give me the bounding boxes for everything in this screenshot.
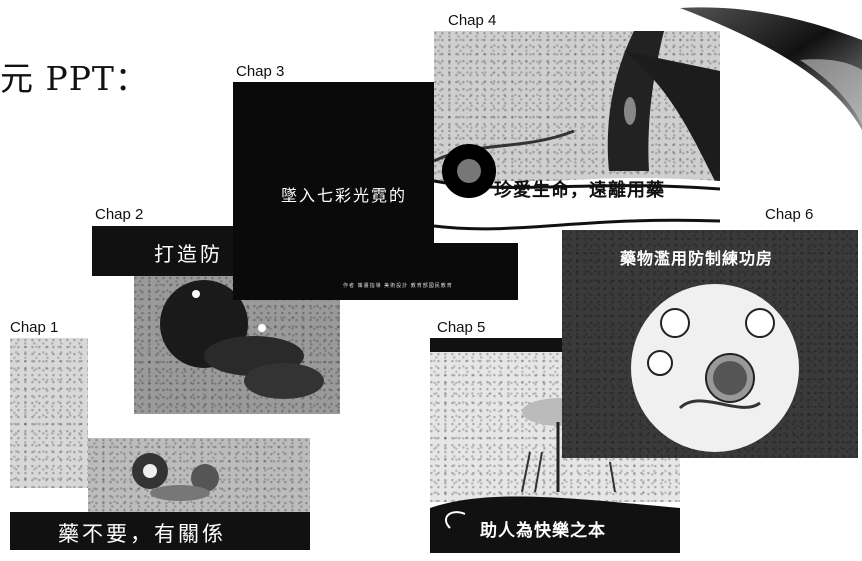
chapter-label-6: Chap 6: [765, 206, 814, 223]
slide-credits: 作者 策畫指導 美術設計 教育部國民教育: [343, 283, 453, 289]
slide-caption: 助人為快樂之本: [480, 521, 606, 541]
chapter-label-3: Chap 3: [236, 63, 285, 80]
chapter-label-1: Chap 1: [10, 319, 59, 336]
slide-caption: 墜入七彩光霓的: [281, 186, 408, 205]
children-circle-illustration: [631, 284, 799, 452]
slide-thumbnail-chap1[interactable]: 藥不要，有關係: [10, 338, 310, 550]
chapter-label-4: Chap 4: [448, 12, 497, 29]
slide-caption-bar: 藥不要，有關係: [10, 512, 310, 550]
slide-thumbnail-chap4[interactable]: 珍愛生命，遠離用藥: [434, 31, 720, 243]
slide-thumbnail-chap6[interactable]: 藥物濫用防制練功房: [562, 230, 858, 458]
chapter-label-5: Chap 5: [437, 319, 486, 336]
chapter-label-2: Chap 2: [95, 206, 144, 223]
corner-swoosh-graphic: [680, 7, 862, 130]
slide-caption: 打造防: [154, 242, 223, 266]
slide-caption: 藥物濫用防制練功房: [620, 249, 774, 268]
flower-illustration: [132, 453, 219, 501]
slide-background-texture: [10, 338, 88, 488]
girl-illustration: [434, 31, 720, 243]
slide-caption: 珍愛生命，遠離用藥: [494, 180, 665, 201]
ball-illustration: [160, 280, 324, 399]
caption-wave: [430, 496, 680, 553]
page-title: 元 PPT：: [0, 59, 149, 98]
slide-caption: 藥不要，有關係: [58, 522, 226, 546]
